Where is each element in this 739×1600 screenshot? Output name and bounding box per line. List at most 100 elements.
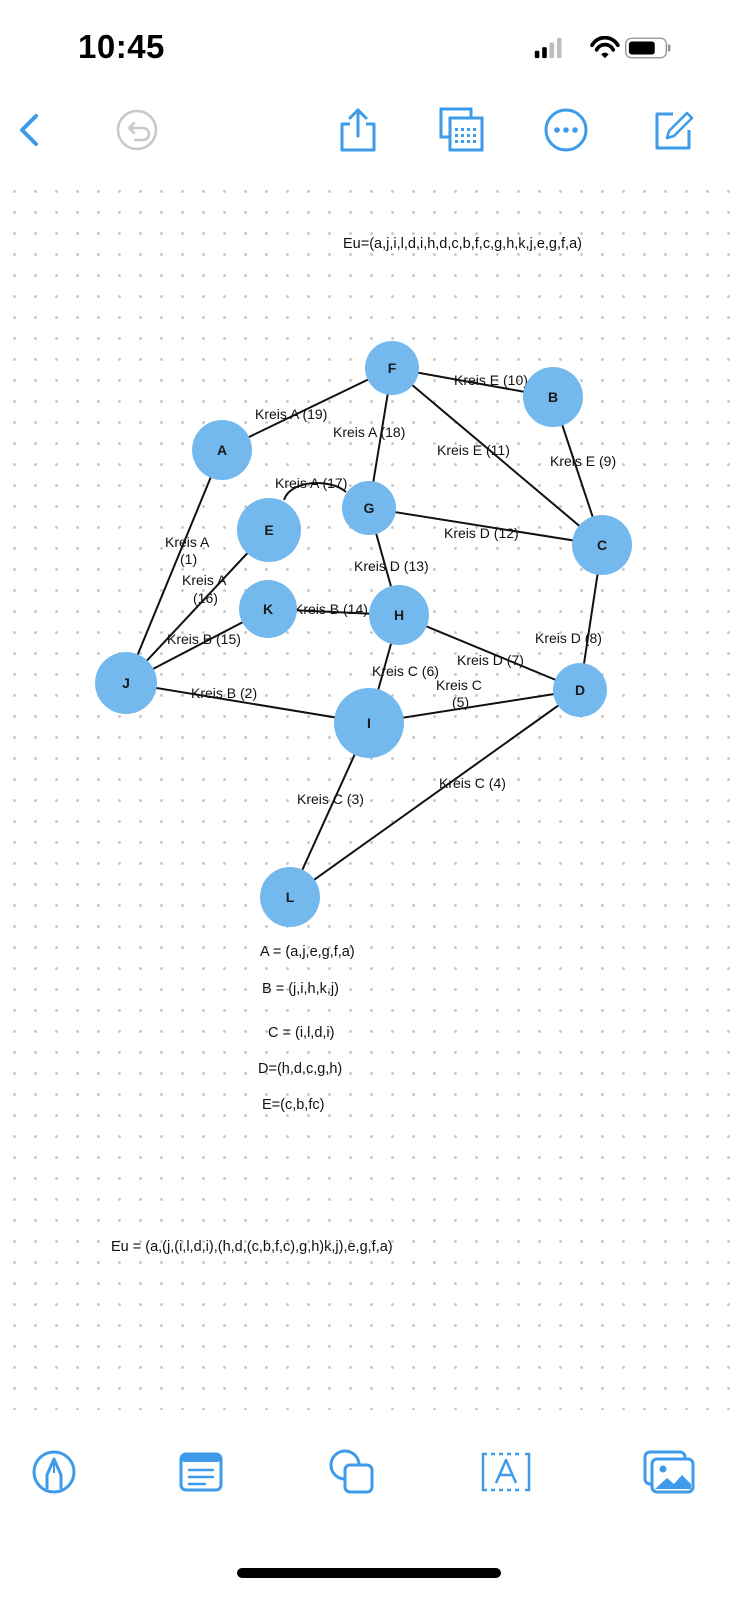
back-button[interactable] xyxy=(0,100,60,160)
photo-icon xyxy=(643,1450,695,1494)
edge-label-d-l: Kreis C (4) xyxy=(439,775,506,791)
node-circle xyxy=(572,515,632,575)
wifi-icon xyxy=(590,36,620,59)
circle-a-note: A = (a,j,e,g,f,a) xyxy=(260,944,355,960)
edge-label-h-i: Kreis C (6) xyxy=(372,663,439,679)
circle-b-note: B = (j,i,h,k,j) xyxy=(262,981,339,997)
table-button[interactable] xyxy=(432,100,492,160)
graph-node-j: J xyxy=(95,652,157,714)
graph-edge-f-c xyxy=(391,367,603,546)
edge-label-f-c: Kreis E (11) xyxy=(437,442,510,458)
node-label: C xyxy=(597,537,607,553)
node-circle xyxy=(523,367,583,427)
edge-label-j-k: Kreis B (15) xyxy=(167,631,241,647)
edge-label-g-h: Kreis D (13) xyxy=(354,558,429,574)
toolbar xyxy=(0,100,739,162)
compose-icon xyxy=(655,111,694,150)
shapes-button[interactable] xyxy=(320,1440,384,1504)
edge-label-c-d: Kreis D (8) xyxy=(535,630,602,646)
edge-label-g-c: Kreis D (12) xyxy=(444,525,519,541)
edge-label-j-e: Kreis A(16) xyxy=(182,572,227,606)
edge-label-a-j: Kreis A(1) xyxy=(165,534,210,567)
node-label: J xyxy=(122,675,130,691)
photo-button[interactable] xyxy=(637,1440,701,1504)
status-time: 10:45 xyxy=(78,28,165,65)
compose-button[interactable] xyxy=(643,100,703,160)
node-label: L xyxy=(286,889,295,905)
shapes-icon xyxy=(329,1449,374,1494)
node-circle xyxy=(334,688,404,758)
graph-edge-a-j xyxy=(125,449,223,684)
pen-button[interactable] xyxy=(22,1440,86,1504)
edge-label-k-h: Kreis B (14) xyxy=(294,601,368,617)
cellular-signal-icon xyxy=(534,37,562,59)
graph-edge-d-l xyxy=(289,689,581,898)
graph-edge-g-c xyxy=(368,507,603,546)
textbox-button[interactable] xyxy=(474,1440,538,1504)
node-label: D xyxy=(575,682,585,698)
graph-node-l: L xyxy=(260,867,320,927)
graph-edge-i-d xyxy=(368,689,581,724)
edge-label-e-g: Kreis A (17) xyxy=(275,475,347,491)
node-label: K xyxy=(263,601,273,617)
edge-label-b-c: Kreis E (9) xyxy=(550,453,616,469)
undo-icon xyxy=(116,109,158,151)
node-circle xyxy=(192,420,252,480)
graph-node-c: C xyxy=(572,515,632,575)
euler-circuit-top: Eu=(a,j,i,l,d,i,h,d,c,b,f,c,g,h,k,j,e,g,… xyxy=(343,236,582,252)
more-button[interactable] xyxy=(536,100,596,160)
node-label: I xyxy=(367,715,371,731)
table-icon xyxy=(439,107,484,152)
textbox-icon xyxy=(481,1452,531,1492)
edge-label-j-i: Kreis B (2) xyxy=(191,685,257,701)
graph-edge-e-g xyxy=(283,482,347,501)
edge-label-i-l: Kreis C (3) xyxy=(297,791,364,807)
graph-node-f: F xyxy=(365,341,419,395)
share-icon xyxy=(340,108,376,152)
node-circle xyxy=(237,498,301,562)
graph-node-e: E xyxy=(237,498,301,562)
node-label: A xyxy=(217,442,227,458)
circle-d-note: D=(h,d,c,g,h) xyxy=(258,1061,343,1077)
node-label: E xyxy=(264,522,273,538)
node-label: B xyxy=(548,389,558,405)
status-icons xyxy=(534,36,671,59)
node-circle xyxy=(260,867,320,927)
home-indicator xyxy=(237,1568,501,1578)
edge-label-h-d: Kreis D (7) xyxy=(457,652,524,668)
graph-node-h: H xyxy=(369,585,429,645)
checklist-button[interactable] xyxy=(169,1440,233,1504)
graph-edge-j-e xyxy=(125,529,270,684)
edge-label-f-b: Kreis E (10) xyxy=(454,372,528,388)
bottom-toolbar xyxy=(0,1440,739,1510)
pen-icon xyxy=(32,1450,76,1494)
circle-c-note: C = (i,l,d,i) xyxy=(268,1025,335,1041)
graph-node-a: A xyxy=(192,420,252,480)
node-circle xyxy=(369,585,429,645)
graph-edge-j-i xyxy=(125,682,370,724)
edge-label-f-g: Kreis A (18) xyxy=(333,424,405,440)
circle-e-note: E=(c,b,fc) xyxy=(262,1097,325,1113)
node-circle xyxy=(365,341,419,395)
node-label: H xyxy=(394,607,404,623)
graph-node-g: G xyxy=(342,481,396,535)
node-circle xyxy=(239,580,297,638)
node-label: G xyxy=(364,500,375,516)
battery-icon xyxy=(624,37,671,59)
status-bar: 10:45 xyxy=(0,0,739,90)
undo-button[interactable] xyxy=(107,100,167,160)
graph-node-d: D xyxy=(553,663,607,717)
edge-label-a-f: Kreis A (19) xyxy=(255,406,327,422)
graph-node-k: K xyxy=(239,580,297,638)
back-icon xyxy=(20,114,38,146)
graph-edge-h-d xyxy=(398,614,581,691)
node-label: F xyxy=(388,360,397,376)
graph-node-i: I xyxy=(334,688,404,758)
share-button[interactable] xyxy=(328,100,388,160)
graph-edge-a-f xyxy=(221,367,393,451)
node-circle xyxy=(342,481,396,535)
node-circle xyxy=(553,663,607,717)
graph-node-b: B xyxy=(523,367,583,427)
euler-circuit-bottom: Eu = (a,(j,(i,l,d,i),(h,d,(c,b,f,c),g,h)… xyxy=(111,1239,393,1255)
